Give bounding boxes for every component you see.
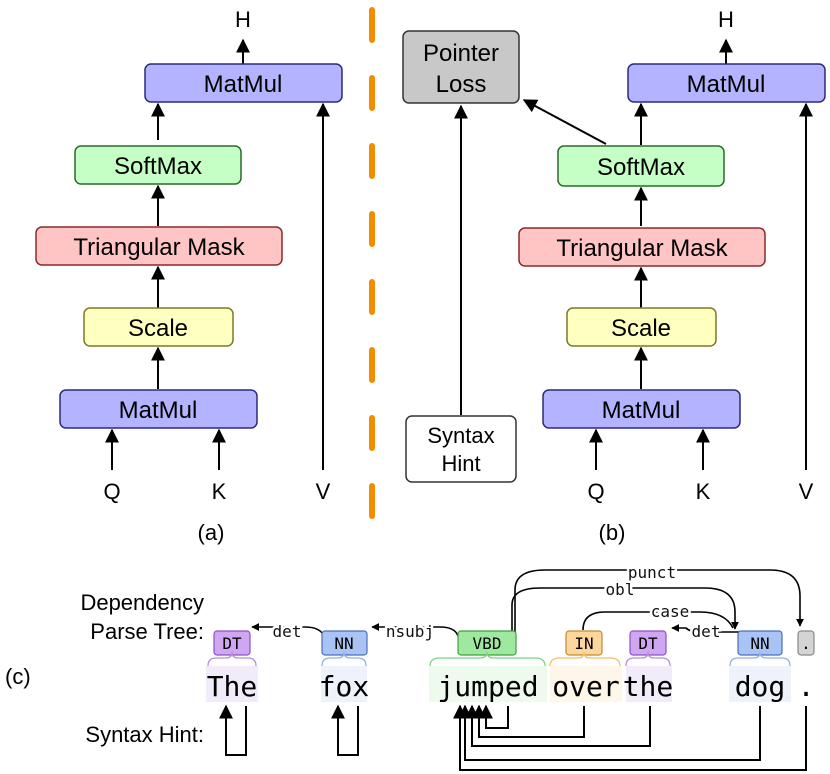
tag-box-punct <box>797 630 815 656</box>
tag-dt-1: DT <box>222 634 242 653</box>
panel-a: H MatMul SoftMax Triangular Mask Scale M… <box>35 7 343 545</box>
tag-vbd: VBD <box>473 634 502 653</box>
word-the-2: the <box>623 670 674 703</box>
panel-a-input-v: V <box>316 479 331 504</box>
panel-a-caption: (a) <box>198 520 225 545</box>
panel-b-matmul-top-box <box>627 63 826 103</box>
panel-b-scale-box <box>566 307 717 347</box>
panel-b-input-k: K <box>696 479 711 504</box>
tag-in: IN <box>574 634 593 653</box>
word-bg-jumped <box>429 666 547 702</box>
word-the-1: The <box>207 670 258 703</box>
panel-a-softmax-box <box>74 145 242 185</box>
word-bg-dog <box>729 666 791 702</box>
panel-b-matmul-bottom-box <box>542 389 741 429</box>
panel-a-output-label: H <box>235 7 251 32</box>
word-bg-the-2 <box>626 666 672 702</box>
panel-a-input-k: K <box>212 479 227 504</box>
pointer-loss-box <box>402 30 520 104</box>
panel-c-caption: (c) <box>5 664 31 689</box>
panel-b-softmax-box <box>557 145 725 187</box>
panel-a-mask-box <box>35 226 283 266</box>
panel-a-scale-label: Scale <box>128 315 188 342</box>
word-over: over <box>552 670 619 703</box>
panel-a-mask-label: Triangular Mask <box>73 234 245 261</box>
dependency-label-line2: Parse Tree: <box>90 619 204 644</box>
panel-b-caption: (b) <box>599 520 626 545</box>
word-fox: fox <box>319 670 370 703</box>
relation-nsubj: nsubj <box>386 622 434 641</box>
panel-c: (c) Dependency Parse Tree: Syntax Hint: … <box>5 561 815 771</box>
relation-punct: punct <box>628 563 676 582</box>
pointer-loss-line2: Loss <box>436 71 487 98</box>
panel-b-matmul-top-label: MatMul <box>687 71 766 98</box>
relation-obl: obl <box>606 580 635 599</box>
word-period: . <box>798 670 815 703</box>
panel-a-matmul-top-label: MatMul <box>204 71 283 98</box>
panel-a-matmul-bottom-label: MatMul <box>119 397 198 424</box>
panel-b-softmax-label: SoftMax <box>597 154 685 181</box>
syntax-hint-line1: Syntax <box>427 423 494 448</box>
word-bg-fox <box>321 666 367 702</box>
panel-a-matmul-bottom-box <box>59 389 258 429</box>
tag-dt-2: DT <box>638 634 658 653</box>
syntax-hint-box <box>405 415 517 483</box>
word-dog: dog <box>735 670 786 703</box>
relation-det-2: det <box>692 622 721 641</box>
dependency-label-line1: Dependency <box>80 590 204 615</box>
panel-a-scale-box <box>83 307 234 347</box>
panel-b-matmul-bottom-label: MatMul <box>602 397 681 424</box>
syntax-hint-label: Syntax Hint: <box>85 722 204 747</box>
tag-nn-2: NN <box>750 634 769 653</box>
word-jumped: jumped <box>437 670 538 703</box>
relation-case: case <box>651 602 690 621</box>
panel-b: H Pointer Loss MatMul SoftMax Triangular… <box>402 7 826 545</box>
relation-det-1: det <box>273 622 302 641</box>
word-bg-over <box>550 666 622 702</box>
panel-a-softmax-label: SoftMax <box>114 153 202 180</box>
panel-b-output-label: H <box>718 7 734 32</box>
tag-punct: . <box>801 634 811 653</box>
word-bg-the-1 <box>206 666 258 702</box>
panel-a-input-q: Q <box>103 479 120 504</box>
pointer-loss-line1: Pointer <box>423 40 499 67</box>
syntax-hint-line2: Hint <box>441 451 480 476</box>
panel-b-input-q: Q <box>587 479 604 504</box>
panel-b-mask-label: Triangular Mask <box>556 235 728 262</box>
tag-nn-1: NN <box>334 634 353 653</box>
panel-b-scale-label: Scale <box>611 315 671 342</box>
panel-b-input-v: V <box>799 479 814 504</box>
panel-b-mask-box <box>518 227 766 267</box>
panel-a-matmul-top-box <box>144 63 343 103</box>
